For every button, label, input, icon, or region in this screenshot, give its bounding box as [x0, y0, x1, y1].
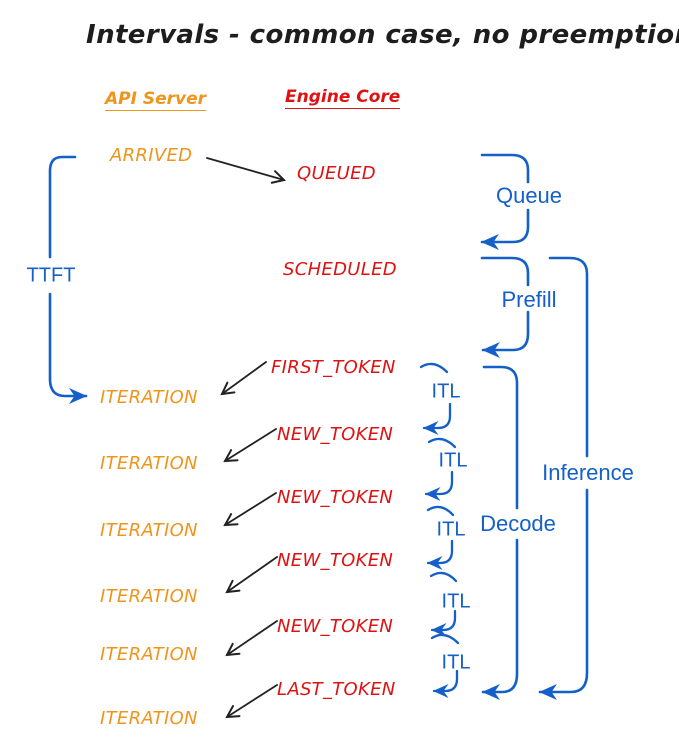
label-itl-4: ITL [441, 590, 471, 613]
arrow-arrived-to-queued [206, 157, 287, 184]
itl-3-hook-arrow [426, 539, 454, 570]
column-header-api-server: API Server [105, 89, 207, 111]
inference-bracket-bottom-arrow [538, 488, 589, 700]
arrow-new-token-2-to-iteration-3 [223, 492, 277, 527]
diagram-title: Intervals - common case, no preemptions [86, 20, 679, 50]
label-inference: Inference [542, 460, 634, 485]
label-prefill: Prefill [501, 287, 557, 312]
event-scheduled: SCHEDULED [283, 259, 397, 280]
label-decode: Decode [480, 511, 556, 536]
column-header-engine-core: Engine Core [285, 87, 401, 109]
event-new-token-2: NEW_TOKEN [277, 487, 394, 508]
prefill-bracket-top [480, 256, 530, 287]
label-itl-2: ITL [438, 449, 468, 472]
arrow-new-token-4-to-iteration-5 [225, 620, 278, 657]
label-ttft: TTFT [26, 264, 76, 287]
event-iteration-2: ITERATION [100, 453, 198, 474]
label-itl-5: ITL [441, 651, 471, 674]
ttft-bracket-bottom-arrow [48, 292, 88, 404]
label-queue: Queue [495, 183, 563, 208]
queue-bracket-top [480, 153, 530, 184]
queue-bracket-bottom-arrow [480, 208, 530, 250]
event-iteration-5: ITERATION [100, 644, 198, 665]
ttft-bracket-top [48, 155, 77, 259]
itl-5-hook-arrow [432, 669, 459, 698]
itl-2-start-curve [427, 437, 457, 449]
label-itl-3: ITL [436, 518, 466, 541]
event-queued: QUEUED [297, 163, 376, 184]
decode-bracket-bottom-arrow [481, 538, 519, 700]
itl-2-hook-arrow [424, 470, 454, 501]
event-new-token-1: NEW_TOKEN [277, 424, 394, 445]
itl-1-start-curve [419, 362, 449, 374]
arrow-new-token-1-to-iteration-2 [223, 428, 277, 463]
event-new-token-3: NEW_TOKEN [277, 550, 394, 571]
event-iteration-4: ITERATION [100, 586, 198, 607]
itl-1-hook-arrow [422, 402, 452, 435]
event-new-token-4: NEW_TOKEN [277, 616, 394, 637]
event-first-token: FIRST_TOKEN [271, 357, 396, 378]
decode-bracket-top [482, 365, 519, 510]
label-itl-1: ITL [431, 380, 461, 403]
itl-4-start-curve [429, 571, 458, 583]
inference-bracket-top [548, 256, 589, 458]
prefill-bracket-bottom-arrow [481, 310, 530, 358]
arrow-first-token-to-iteration-1 [220, 361, 267, 396]
event-last-token: LAST_TOKEN [277, 679, 396, 700]
itl-5-start-curve [430, 633, 460, 645]
event-iteration-3: ITERATION [100, 520, 198, 541]
itl-3-start-curve [426, 505, 455, 517]
event-arrived: ARRIVED [110, 145, 193, 166]
arrow-new-token-3-to-iteration-4 [225, 556, 278, 594]
event-iteration-6: ITERATION [100, 708, 198, 729]
event-iteration-1: ITERATION [100, 387, 198, 408]
arrow-last-token-to-iteration-6 [225, 684, 278, 719]
itl-4-hook-arrow [430, 609, 457, 637]
